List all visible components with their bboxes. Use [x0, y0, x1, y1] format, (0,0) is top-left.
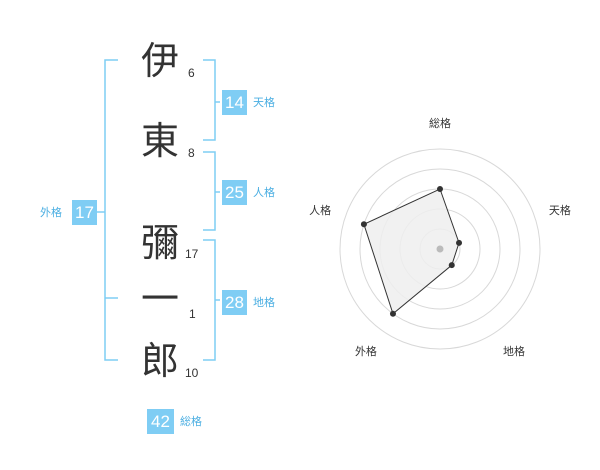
radar-grid-ring: [339, 148, 541, 350]
stroke-count-5: 10: [185, 366, 199, 380]
radar-axis-label-jinkaku: 人格: [309, 203, 331, 217]
radar-axis-label-chikaku: 地格: [503, 344, 525, 358]
name-char-1: 伊: [140, 39, 179, 83]
stroke-count-1: 6: [188, 66, 195, 80]
stroke-count-4: 1: [189, 307, 196, 321]
name-char-5: 郎: [140, 339, 179, 383]
radar-center-dot: [436, 245, 444, 253]
radar-axis-label-tenkaku: 天格: [549, 203, 571, 217]
gaikaku-value: 17: [72, 200, 97, 225]
radar-point: [360, 221, 367, 228]
stroke-count-2: 8: [188, 146, 195, 160]
tenkaku-label: 天格: [253, 96, 275, 109]
radar-polygon: [363, 188, 460, 315]
radar-point: [389, 310, 396, 317]
name-char-4: 一: [140, 277, 179, 321]
radar-axis-label-soukaku: 総格: [429, 116, 451, 130]
soukaku-label: 総格: [180, 415, 202, 428]
stroke-count-3: 17: [185, 247, 199, 261]
radar-point: [448, 262, 455, 269]
name-char-2: 東: [140, 119, 179, 163]
radar-grid-ring: [359, 168, 521, 330]
name-char-3: 彌: [140, 221, 179, 265]
radar-point: [437, 186, 443, 192]
jinkaku-value: 25: [222, 180, 247, 205]
chikaku-value: 28: [222, 290, 247, 315]
chikaku-label: 地格: [253, 296, 275, 309]
radar-axis-label-gaikaku: 外格: [355, 344, 377, 358]
gaikaku-label: 外格: [40, 206, 62, 219]
tenkaku-value: 14: [222, 90, 247, 115]
soukaku-value: 42: [147, 409, 174, 434]
jinkaku-label: 人格: [253, 186, 275, 199]
radar-point: [456, 239, 463, 246]
